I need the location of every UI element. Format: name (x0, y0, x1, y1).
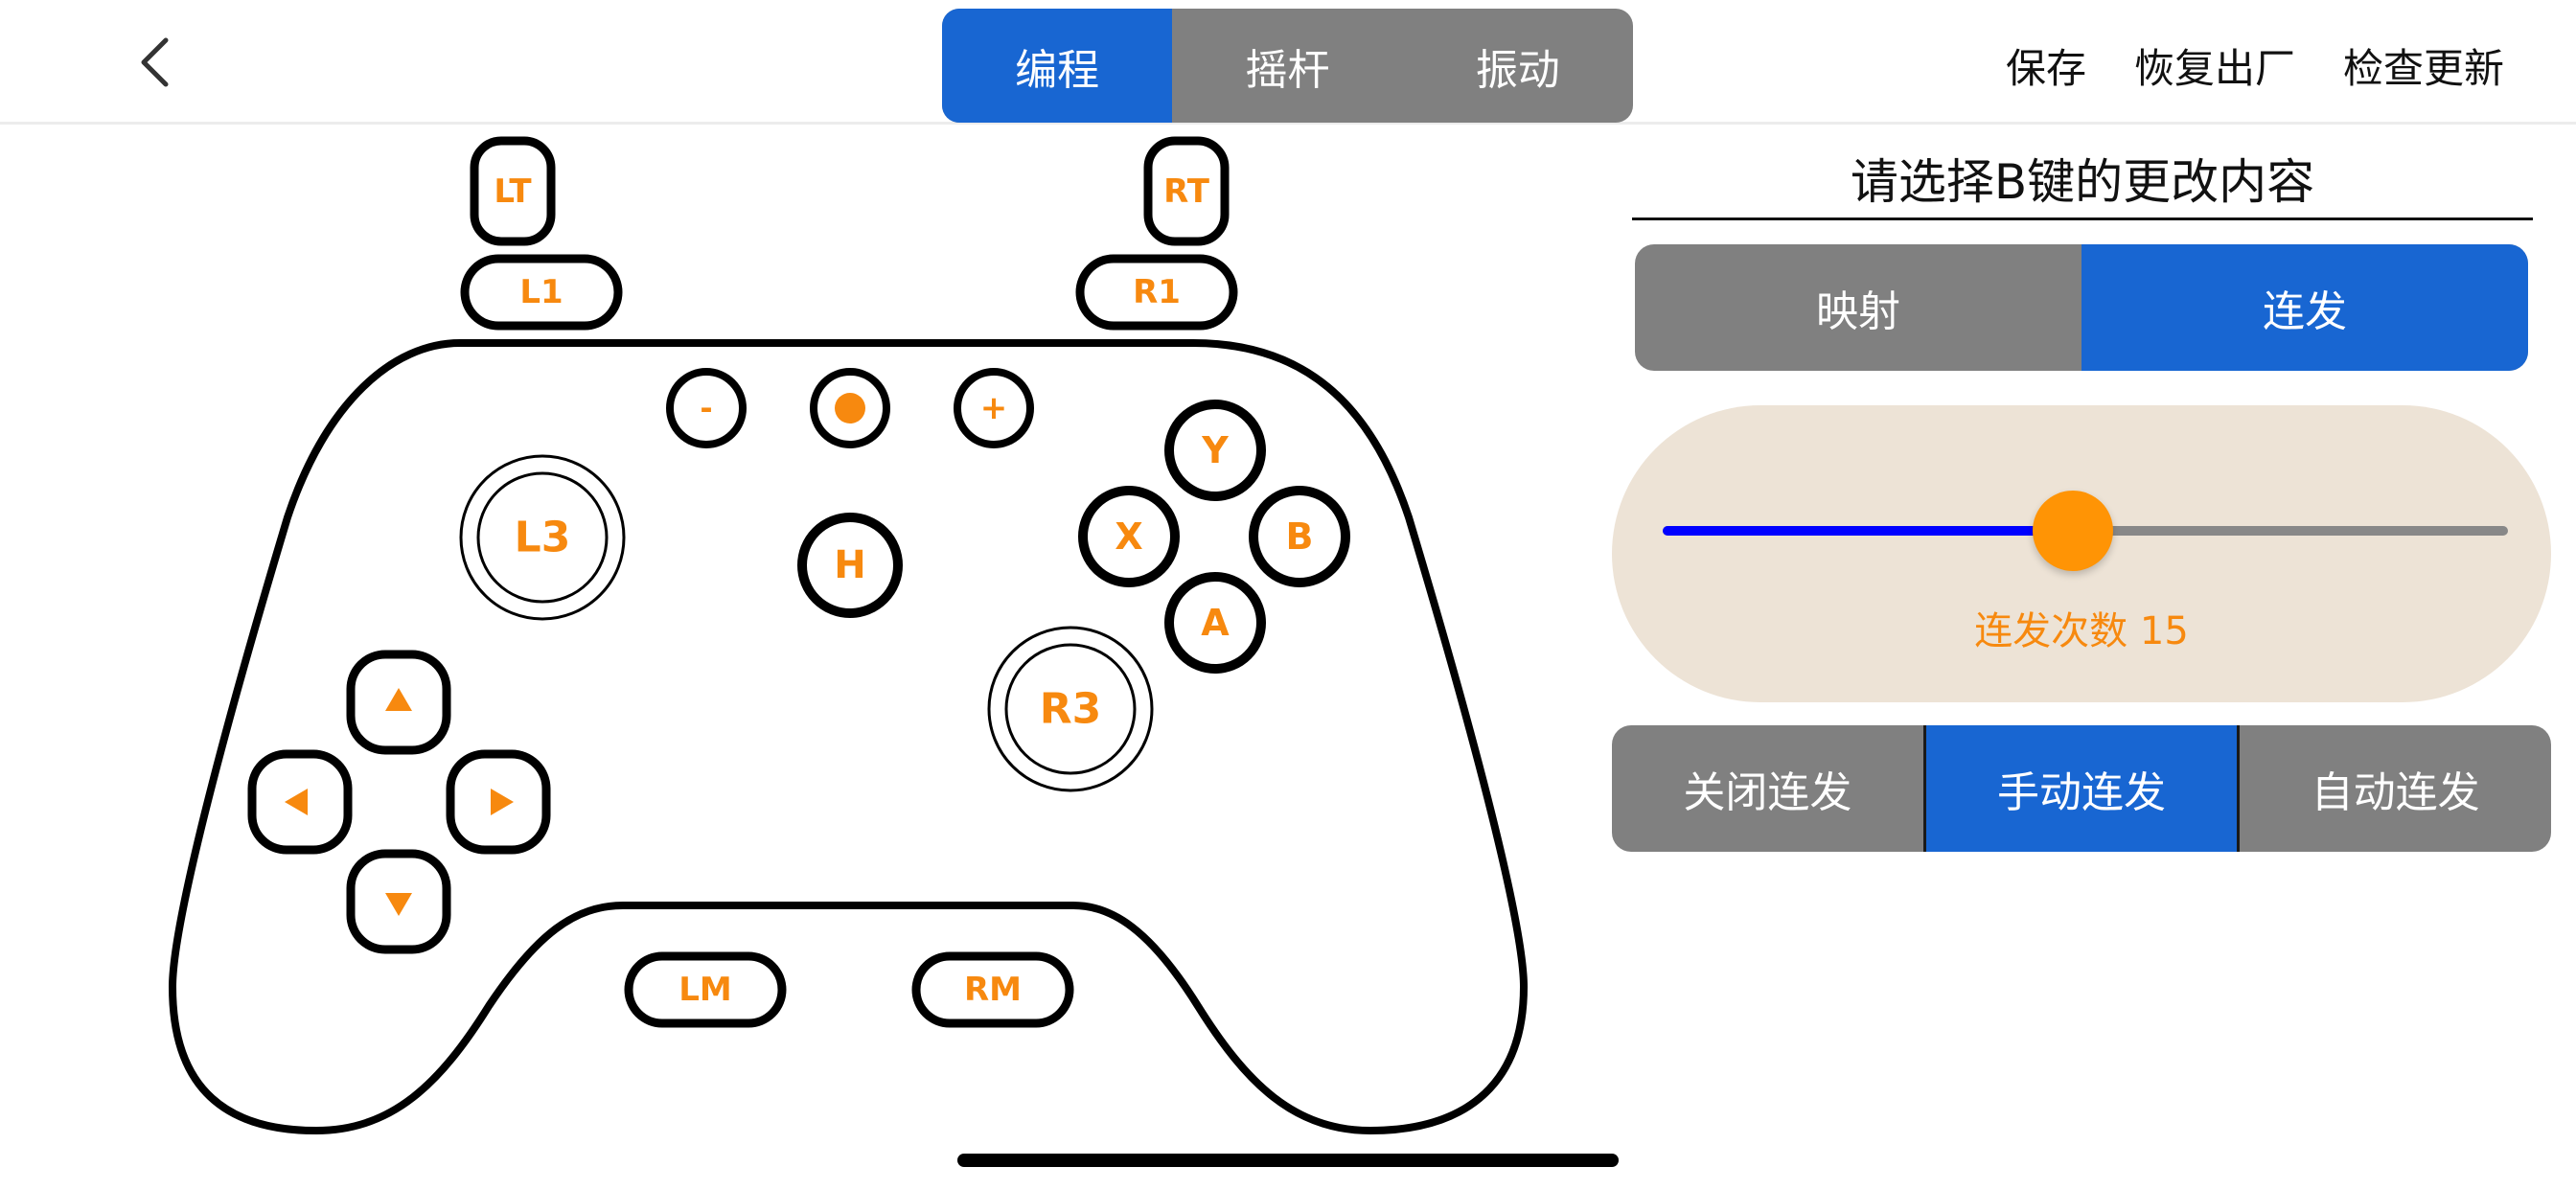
tab-joystick[interactable]: 摇杆 (1245, 45, 1330, 95)
rt-label: RT (1163, 172, 1210, 211)
x-label: X (1115, 515, 1142, 558)
rt-button[interactable]: RT (1143, 136, 1230, 246)
top-bar: 编程 摇杆 振动 保存 恢复出厂 检查更新 (0, 0, 2576, 125)
arrow-right-icon (491, 789, 514, 815)
back-button[interactable] (120, 29, 196, 96)
dpad-down-button[interactable] (346, 849, 451, 954)
turbo-count-slider[interactable] (1663, 491, 2508, 571)
record-dot-icon (835, 393, 865, 423)
slider-fill (1663, 526, 2073, 536)
b-button[interactable]: B (1249, 486, 1350, 587)
tab-turbo-manual[interactable]: 手动连发 (1922, 725, 2238, 852)
tab-turbo-off[interactable]: 关闭连发 (1683, 768, 1852, 817)
y-button[interactable]: Y (1164, 400, 1266, 501)
top-actions: 保存 恢复出厂 检查更新 (2006, 36, 2504, 95)
slider-thumb[interactable] (2032, 491, 2113, 571)
plus-button[interactable]: + (954, 368, 1034, 448)
a-label: A (1201, 602, 1230, 644)
rm-label: RM (964, 971, 1022, 1009)
arrow-down-icon (385, 893, 412, 916)
lt-label: LT (494, 172, 532, 211)
burst-mode-segmented-control: 关闭连发 手动连发 自动连发 (1612, 725, 2551, 852)
lt-button[interactable]: LT (470, 136, 556, 246)
panel-title: 请选择B键的更改内容 (1632, 144, 2533, 220)
x-button[interactable]: X (1078, 486, 1180, 587)
y-label: Y (1201, 429, 1229, 471)
plus-label: + (980, 389, 1008, 427)
lm-label: LM (678, 971, 732, 1009)
l3-stick[interactable]: L3 (459, 454, 626, 621)
l3-label: L3 (515, 514, 571, 562)
tab-vibration[interactable]: 振动 (1475, 45, 1560, 95)
tab-programming[interactable]: 编程 (942, 9, 1173, 123)
minus-label: - (700, 390, 712, 426)
lm-button[interactable]: LM (624, 951, 787, 1028)
arrow-up-icon (385, 688, 412, 711)
tab-mapping[interactable]: 映射 (1816, 287, 1900, 336)
r1-label: R1 (1133, 273, 1181, 311)
mode-segmented-control: 映射 连发 (1635, 244, 2528, 371)
tab-turbo[interactable]: 连发 (2082, 244, 2528, 371)
turbo-slider-card: 连发次数 15 (1612, 405, 2551, 702)
dpad-right-button[interactable] (446, 749, 551, 855)
r3-stick[interactable]: R3 (987, 626, 1154, 792)
check-update-button[interactable]: 检查更新 (2342, 45, 2504, 92)
dpad-up-button[interactable] (346, 650, 451, 755)
r3-label: R3 (1040, 685, 1102, 734)
r1-button[interactable]: R1 (1075, 254, 1238, 331)
arrow-left-icon (285, 789, 308, 815)
turbo-count-label: 连发次数 15 (1974, 609, 2189, 653)
save-button[interactable]: 保存 (2005, 45, 2086, 92)
home-indicator (957, 1154, 1619, 1167)
dpad-left-button[interactable] (247, 749, 353, 855)
home-label: H (834, 543, 865, 587)
top-tab-bar: 编程 摇杆 振动 (942, 9, 1633, 123)
home-button[interactable]: H (797, 513, 903, 618)
l1-button[interactable]: L1 (460, 254, 623, 331)
controller-body-outline (169, 339, 1528, 1134)
b-label: B (1286, 515, 1314, 558)
factory-reset-button[interactable]: 恢复出厂 (2133, 45, 2295, 92)
controller-diagram: LT RT L1 R1 - (163, 129, 1552, 1145)
minus-button[interactable]: - (666, 368, 747, 448)
a-button[interactable]: A (1164, 572, 1266, 674)
l1-label: L1 (519, 273, 563, 311)
center-dot-button[interactable] (810, 368, 890, 448)
rm-button[interactable]: RM (911, 951, 1074, 1028)
tab-turbo-auto[interactable]: 自动连发 (2237, 725, 2551, 852)
chevron-left-icon (141, 37, 169, 87)
